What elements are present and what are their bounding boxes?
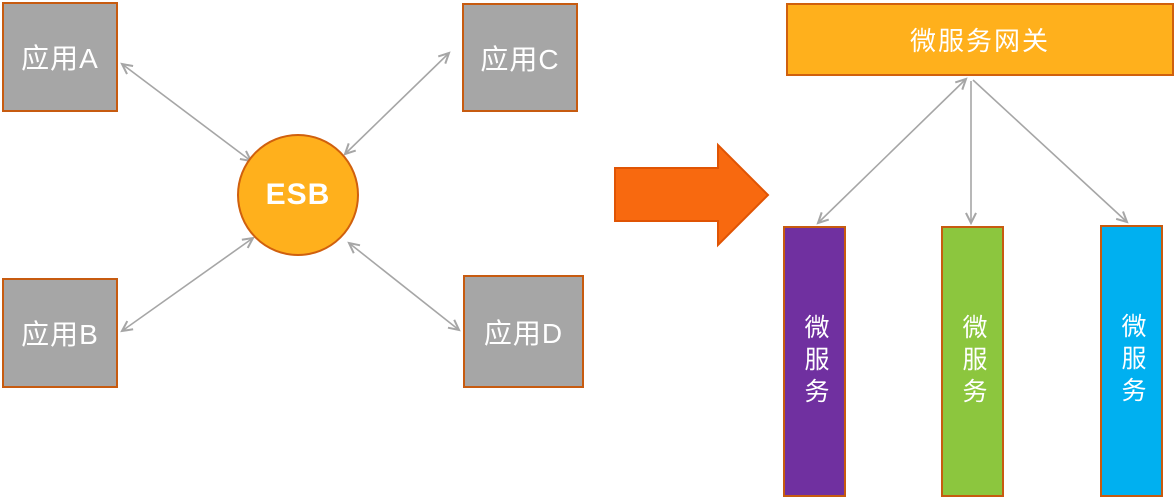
connector-esb-app-a [120,62,253,163]
microservice-bar-3-label: 微服务 [1118,313,1146,409]
microservice-bar-1-label: 微服务 [801,313,829,410]
app-box-d-label: 应用D [483,317,564,349]
microservice-bar-3: 微服务 [1100,225,1163,497]
app-box-b-label: 应用B [21,319,99,350]
connector-esb-app-d [347,241,461,332]
app-box-d: 应用D [463,275,584,388]
connector-esb-app-b [120,236,255,333]
app-box-b: 应用B [2,278,118,388]
connector-esb-app-c [343,51,451,156]
app-box-c-label: 应用C [480,43,560,75]
gateway-box: 微服务网关 [786,3,1174,76]
microservice-bar-2-label: 微服务 [959,313,987,410]
microservice-bar-1: 微服务 [783,226,846,497]
gateway-label: 微服务网关 [909,26,1050,56]
transition-arrow [614,142,770,248]
esb-hub-circle: ESB [237,134,359,256]
connector-gateway-service-1 [816,77,968,225]
app-box-c: 应用C [462,3,578,112]
esb-hub-label: ESB [265,178,331,211]
microservice-bar-2: 微服务 [941,226,1004,497]
app-box-a-label: 应用A [21,43,99,74]
connector-gateway-service-3 [972,79,1129,224]
app-box-a: 应用A [2,2,118,112]
